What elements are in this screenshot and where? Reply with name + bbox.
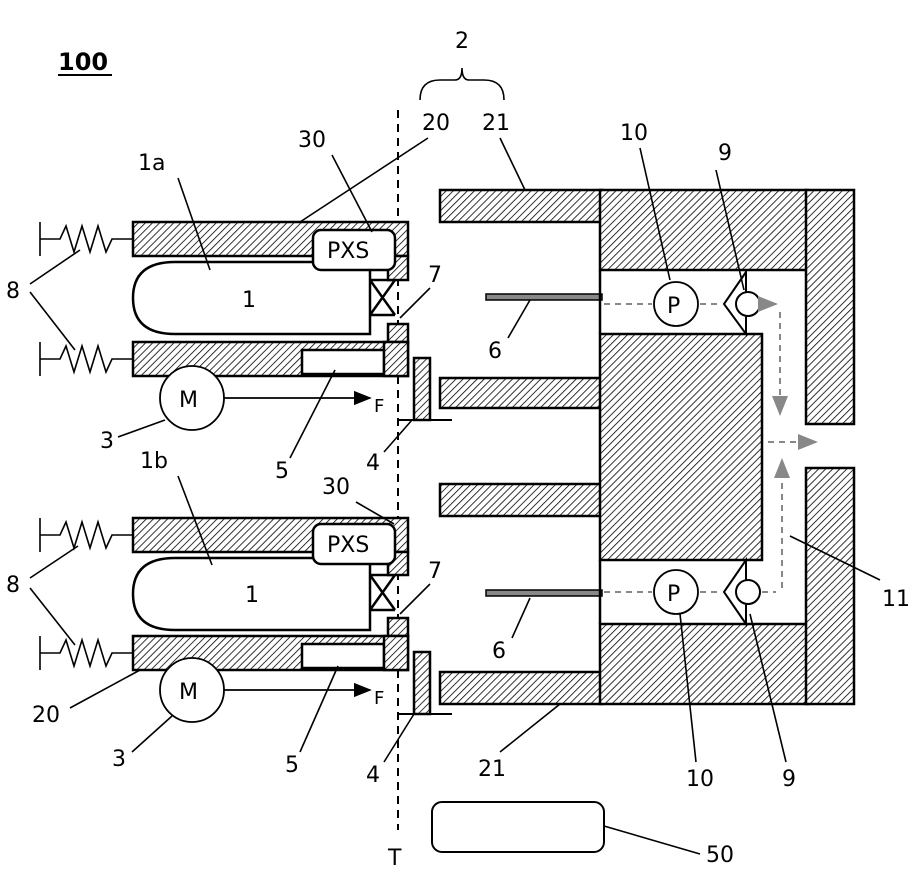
pxs-label-top: PXS — [327, 239, 369, 264]
seal-bot-lower — [388, 618, 408, 636]
force-label-top: F — [374, 396, 384, 417]
label-10-bot: 10 — [686, 767, 714, 792]
label-50: 50 — [706, 843, 734, 868]
block-10-top — [600, 190, 808, 270]
motor-label-bot: M — [179, 680, 198, 705]
label-8-top: 8 — [6, 279, 20, 304]
label-20-top: 20 — [422, 111, 450, 136]
leader-20-bot — [70, 670, 140, 708]
leader-6-top — [508, 300, 530, 338]
figure-number: 100 — [58, 48, 108, 76]
unit-1a: 1 PXS M F — [40, 222, 452, 430]
probe-6-top — [486, 294, 602, 300]
label-7-top: 7 — [428, 263, 442, 288]
leader-5-bot — [300, 666, 338, 752]
slot-5-top — [302, 350, 384, 374]
label-20-bot: 20 — [32, 703, 60, 728]
label-10-top: 10 — [620, 121, 648, 146]
spring-8-top-lower — [40, 342, 133, 376]
terminal-4-bot — [414, 652, 430, 714]
plate-9-bot — [806, 468, 854, 704]
label-8-bot: 8 — [6, 573, 20, 598]
label-5-top: 5 — [275, 459, 289, 484]
spring-8-bot-upper — [40, 518, 133, 552]
valve-7-bot — [370, 575, 395, 610]
spring-8-bot-lower — [40, 636, 133, 670]
check-ball-bot — [736, 580, 760, 604]
leader-8b — [30, 292, 75, 350]
label-11: 11 — [882, 587, 910, 612]
label-1-top: 1 — [242, 288, 256, 313]
seal-top-lower — [388, 324, 408, 342]
housing-2: P P — [440, 190, 854, 704]
pump-label-bot: P — [667, 582, 680, 607]
label-1b: 1b — [140, 449, 168, 474]
spring-8-top-upper — [40, 222, 133, 256]
leader-5-top — [290, 370, 335, 458]
arm-21-bot — [440, 672, 602, 704]
controller-50 — [432, 802, 604, 852]
check-ball-top — [736, 292, 760, 316]
label-6-bot: 6 — [492, 639, 506, 664]
label-30-bot: 30 — [322, 475, 350, 500]
leader-30-top — [332, 155, 372, 232]
label-4-bot: 4 — [366, 763, 380, 788]
label-3-bot: 3 — [112, 747, 126, 772]
leader-8d — [30, 588, 75, 645]
label-1-bot: 1 — [245, 583, 259, 608]
label-4-top: 4 — [366, 451, 380, 476]
label-7-bot: 7 — [428, 559, 442, 584]
end-block-top — [384, 342, 408, 376]
terminal-4-top — [414, 358, 430, 420]
label-2: 2 — [455, 29, 469, 54]
leader-8a — [30, 250, 80, 284]
leader-50 — [604, 826, 700, 854]
label-9-bot: 9 — [782, 767, 796, 792]
motor-label-top: M — [179, 388, 198, 413]
label-30-top: 30 — [298, 128, 326, 153]
pxs-label-bot: PXS — [327, 533, 369, 558]
leader-21-top — [500, 138, 525, 190]
probe-6-bot — [486, 590, 602, 596]
leader-3-bot — [132, 716, 172, 752]
block-10-bot — [600, 624, 808, 704]
label-21-top: 21 — [482, 111, 510, 136]
leader-8c — [30, 546, 78, 578]
leader-7-top — [400, 288, 430, 318]
brace-group-2 — [420, 68, 504, 100]
pump-label-top: P — [667, 294, 680, 319]
label-t: T — [387, 846, 402, 871]
label-3-top: 3 — [100, 429, 114, 454]
valve-7-top — [370, 280, 395, 315]
force-label-bot: F — [374, 688, 384, 709]
leader-3-top — [118, 420, 165, 437]
leader-21-bot — [500, 704, 560, 752]
arm-lower — [440, 484, 602, 516]
label-5-bot: 5 — [285, 753, 299, 778]
arm-21-top — [440, 190, 602, 222]
slot-5-bot — [302, 644, 384, 668]
label-1a: 1a — [138, 151, 165, 176]
central-block — [600, 334, 762, 560]
end-block-bot — [384, 636, 408, 670]
label-6-top: 6 — [488, 339, 502, 364]
leader-7-bot — [400, 584, 430, 614]
arm-upper — [440, 378, 602, 408]
label-21-bot: 21 — [478, 757, 506, 782]
leader-6-bot — [512, 598, 530, 638]
plate-9-top — [806, 190, 854, 424]
label-9-top: 9 — [718, 141, 732, 166]
